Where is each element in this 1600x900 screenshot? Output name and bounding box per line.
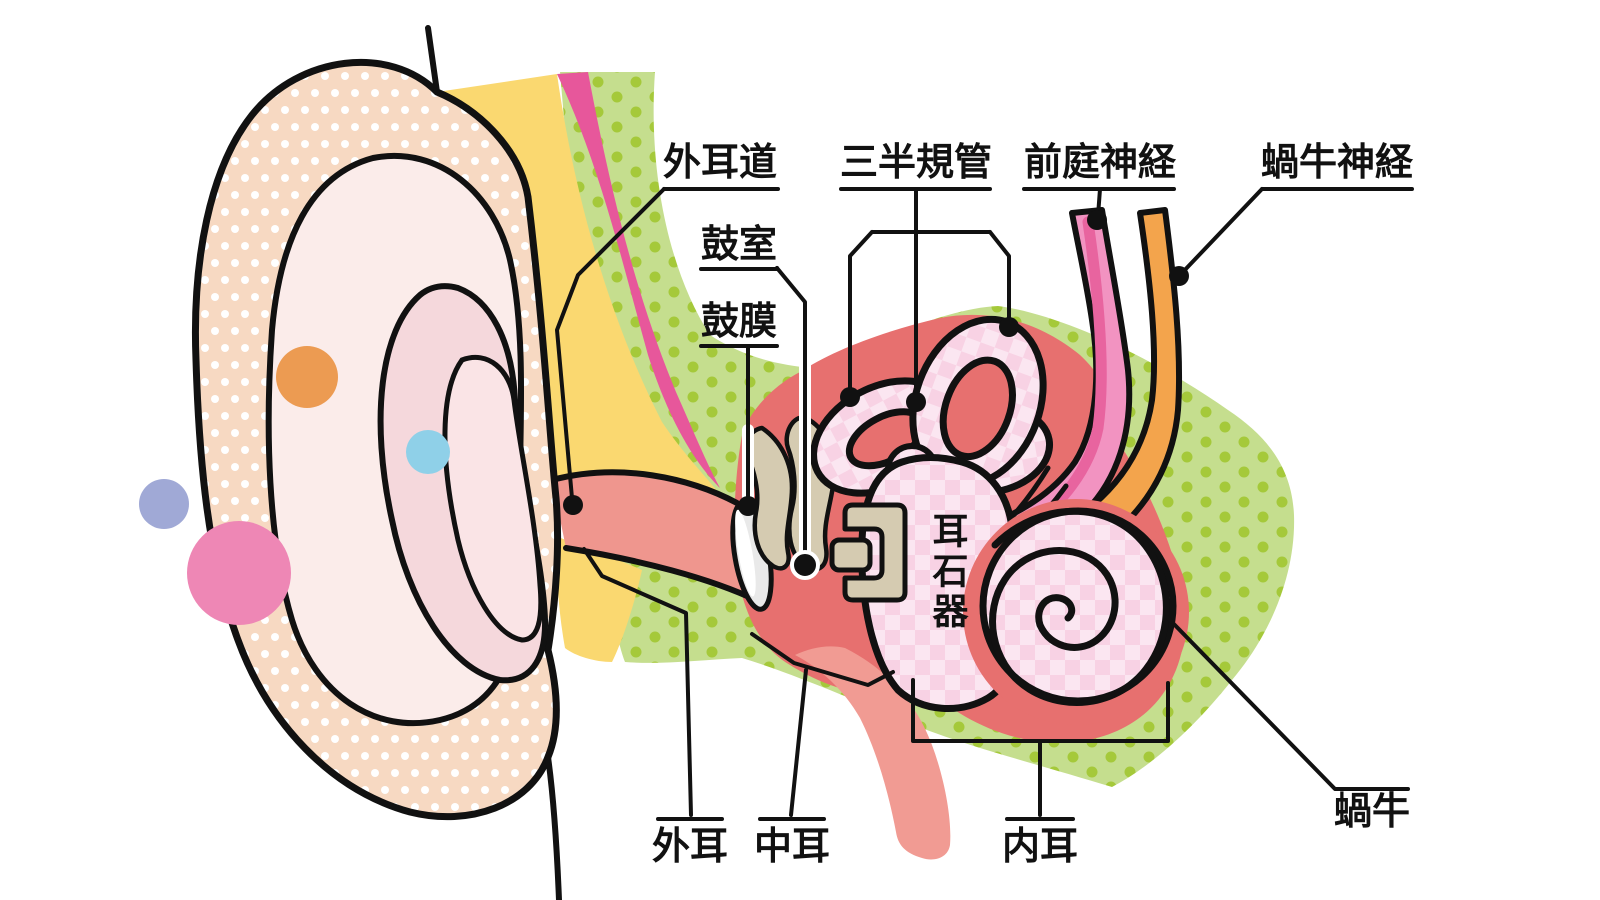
dot-canal-superior xyxy=(999,317,1019,337)
leader-middle-ear xyxy=(750,632,895,821)
magenta-stripe xyxy=(557,72,720,488)
label-ear-canal: 外耳道 xyxy=(663,142,777,184)
pinna-inner-fold xyxy=(442,354,544,643)
outer-ear-pinna xyxy=(192,58,562,821)
dot-cochlear-nerve xyxy=(1169,266,1189,286)
dot-vestibular-nerve xyxy=(1087,210,1107,230)
stapes xyxy=(842,502,908,603)
label-cochlear-nerve: 蝸牛神経 xyxy=(1261,142,1414,184)
deco-lavender-circle xyxy=(139,479,189,529)
dot-tympanic-cavity xyxy=(790,550,820,580)
leader-tympanic-cavity xyxy=(775,266,807,560)
leader-outer-ear xyxy=(582,547,724,821)
dot-canal-center xyxy=(906,392,926,412)
label-inner-ear: 内耳 xyxy=(1002,826,1078,868)
deco-pink-circle xyxy=(187,521,291,625)
cochlea xyxy=(963,499,1189,725)
label-otolith-organ: 耳石器 xyxy=(928,512,969,632)
underline-tympanic xyxy=(699,266,779,271)
yellow-region-upper xyxy=(437,74,718,492)
leader-cochlear-nerve xyxy=(1179,187,1414,276)
acupoint-blue-dot xyxy=(406,430,450,474)
cochlea-spiral xyxy=(989,507,1170,706)
stapes-footplate xyxy=(829,537,873,573)
ear-canal xyxy=(552,472,758,601)
dot-canal-lateral xyxy=(840,387,860,407)
label-eardrum: 鼓膜 xyxy=(701,301,777,343)
yellow-region-lower xyxy=(556,536,642,662)
label-vestibular-nerve: 前庭神経 xyxy=(1024,141,1177,184)
dot-eardrum xyxy=(738,496,758,516)
dot-ear-canal xyxy=(563,495,583,515)
label-cochlea: 蝸牛 xyxy=(1334,791,1410,833)
eustachian-tube xyxy=(795,646,951,860)
leader-inner-ear xyxy=(911,678,1170,821)
leader-ear-canal xyxy=(555,187,666,500)
label-tympanic-cavity: 鼓室 xyxy=(701,223,777,266)
label-semicircular-canals: 三半規管 xyxy=(840,142,992,184)
leader-semicircular xyxy=(848,187,1011,400)
semicircular-canal-superior xyxy=(909,315,1047,489)
label-outer-ear: 外耳 xyxy=(652,826,728,868)
label-middle-ear: 中耳 xyxy=(754,826,830,868)
leader-cochlea xyxy=(1165,615,1410,791)
head-outline-top xyxy=(425,25,440,95)
leader-dots xyxy=(563,210,1189,580)
acupoint-orange-dot xyxy=(276,346,338,408)
head-outline-jaw xyxy=(545,754,562,900)
